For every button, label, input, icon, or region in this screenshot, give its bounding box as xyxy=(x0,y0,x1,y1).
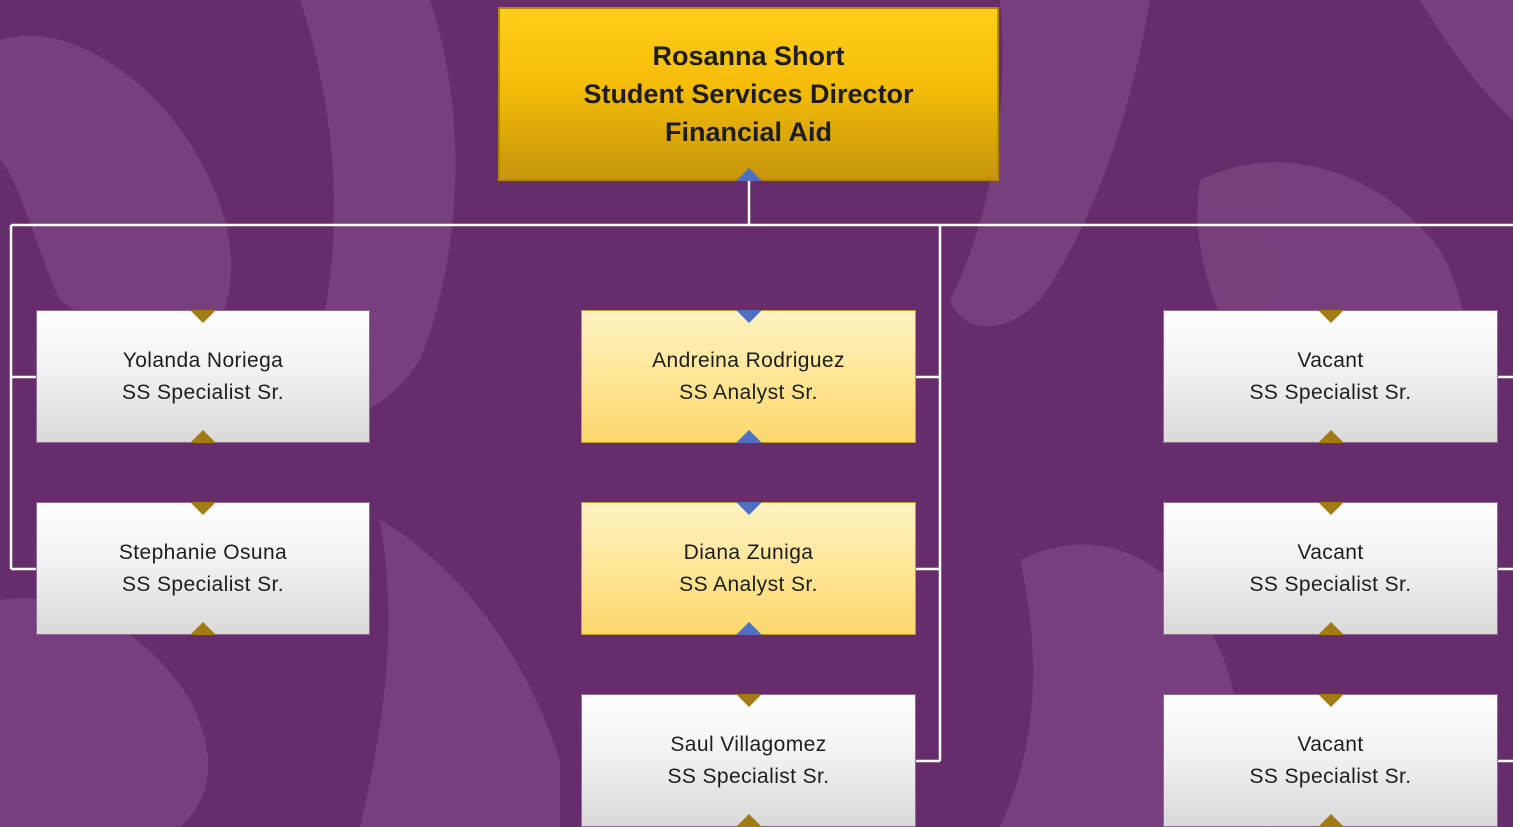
staff-title: SS Specialist Sr. xyxy=(1249,380,1412,404)
director-connector-marker xyxy=(736,168,762,181)
staff-3-bottom-marker xyxy=(736,430,762,443)
staff-8-top-marker xyxy=(1318,694,1344,707)
watermark-shape-far-right xyxy=(1420,0,1513,120)
staff-name: Vacant xyxy=(1297,348,1364,372)
connector-left-branch xyxy=(9,225,36,571)
staff-title: SS Specialist Sr. xyxy=(121,572,285,596)
staff-box-5: Saul Villagomez SS Specialist Sr. xyxy=(581,694,916,827)
staff-name: Saul Villagomez xyxy=(670,732,827,756)
staff-box-3: Andreina Rodriguez SS Analyst Sr. xyxy=(581,310,916,443)
staff-title: SS Specialist Sr. xyxy=(121,380,285,404)
staff-2-bottom-marker xyxy=(190,622,216,635)
staff-name: Andreina Rodriguez xyxy=(652,348,845,372)
staff-7-top-marker xyxy=(1318,502,1344,515)
staff-title: SS Specialist Sr. xyxy=(1249,572,1412,596)
staff-title: SS Analyst Sr. xyxy=(679,380,818,404)
staff-5-bottom-marker xyxy=(736,814,762,827)
staff-name: Stephanie Osuna xyxy=(118,540,288,564)
staff-box-1: Yolanda Noriega SS Specialist Sr. xyxy=(36,310,370,443)
staff-name: Vacant xyxy=(1297,540,1364,564)
watermark-shape-left xyxy=(0,35,232,381)
staff-5-top-marker xyxy=(736,694,762,707)
staff-4-top-marker xyxy=(736,502,762,515)
staff-1-top-marker xyxy=(190,310,216,323)
staff-6-bottom-marker xyxy=(1318,430,1344,443)
staff-box-8: Vacant SS Specialist Sr. xyxy=(1163,694,1498,827)
director-name: Rosanna Short xyxy=(652,41,845,71)
connector-center-branch xyxy=(916,225,942,763)
staff-2-top-marker xyxy=(190,502,216,515)
staff-1-bottom-marker xyxy=(190,430,216,443)
director-box: Rosanna Short Student Services Director … xyxy=(498,7,999,181)
staff-title: SS Analyst Sr. xyxy=(679,572,818,596)
connector-right-branch xyxy=(1498,375,1513,763)
staff-name: Yolanda Noriega xyxy=(122,348,284,372)
staff-name: Diana Zuniga xyxy=(683,540,814,564)
staff-6-top-marker xyxy=(1318,310,1344,323)
watermark-shape-center-lower xyxy=(360,520,560,827)
staff-name: Vacant xyxy=(1297,732,1364,756)
staff-7-bottom-marker xyxy=(1318,622,1344,635)
staff-box-7: Vacant SS Specialist Sr. xyxy=(1163,502,1498,635)
watermark-shape-left-lower xyxy=(0,598,209,827)
staff-box-2: Stephanie Osuna SS Specialist Sr. xyxy=(36,502,370,635)
staff-8-bottom-marker xyxy=(1318,814,1344,827)
watermark-shape-right xyxy=(950,0,1150,327)
staff-4-bottom-marker xyxy=(736,622,762,635)
director-department: Financial Aid xyxy=(664,117,833,147)
staff-title: SS Specialist Sr. xyxy=(1249,764,1412,788)
staff-3-top-marker xyxy=(736,310,762,323)
staff-box-6: Vacant SS Specialist Sr. xyxy=(1163,310,1498,443)
director-title: Student Services Director xyxy=(583,79,914,109)
staff-box-4: Diana Zuniga SS Analyst Sr. xyxy=(581,502,916,635)
staff-title: SS Specialist Sr. xyxy=(667,764,830,788)
